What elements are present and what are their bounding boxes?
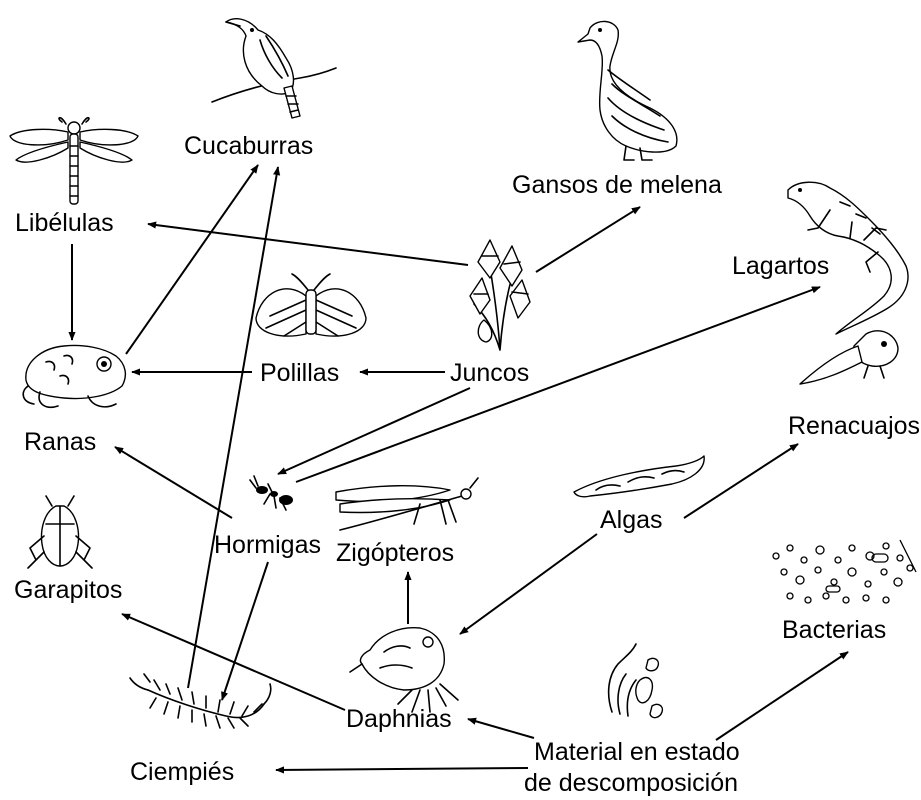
frog-icon: [23, 345, 125, 407]
node-ranas: Ranas: [24, 428, 96, 456]
daphnia-icon: [350, 628, 458, 712]
centipede-icon: [130, 674, 271, 728]
node-libelulas: Libélulas: [15, 209, 114, 237]
node-material-line2: de descomposición: [524, 769, 738, 797]
dragonfly-icon: [10, 118, 138, 204]
decomposing-matter-icon: [609, 644, 663, 718]
edge-hormigas-ranas: [115, 447, 232, 518]
node-gansos: Gansos de melena: [512, 171, 722, 199]
rushes-icon: [470, 240, 530, 350]
node-daphnias: Daphnias: [346, 705, 452, 733]
labels: Cucaburras Gansos de melena Libélulas La…: [14, 132, 920, 797]
edge-hormigas-lagartos: [296, 287, 820, 482]
ant-icon: [250, 476, 293, 510]
edge-algas-renacuajos: [684, 444, 798, 518]
node-ciempies: Ciempiés: [130, 758, 234, 786]
node-garapitos: Garapitos: [14, 576, 122, 604]
edge-hormigas-ciempies: [222, 562, 268, 700]
edge-juncos-hormigas: [278, 388, 470, 474]
edge-juncos-gansos: [536, 207, 640, 272]
kookaburra-icon: [212, 19, 336, 118]
node-lagartos: Lagartos: [732, 252, 829, 280]
edge-ranas-cucaburras: [126, 165, 258, 354]
node-juncos: Juncos: [450, 359, 529, 387]
node-algas: Algas: [600, 506, 663, 534]
node-bacterias: Bacterias: [782, 616, 886, 644]
goose-icon: [578, 21, 677, 160]
algae-icon: [574, 456, 704, 497]
node-zigopteros: Zigópteros: [336, 539, 454, 567]
edge-material-daphnias: [468, 719, 534, 738]
water-beetle-icon: [28, 496, 92, 568]
node-polillas: Polillas: [260, 359, 339, 387]
tadpole-icon: [800, 331, 898, 384]
damselfly-icon: [336, 478, 478, 530]
edge-material-bacterias: [716, 652, 848, 740]
node-cucaburras: Cucaburras: [184, 132, 313, 160]
node-hormigas: Hormigas: [214, 531, 321, 559]
edge-juncos-libelulas: [148, 224, 468, 265]
node-material-line1: Material en estado: [534, 738, 740, 766]
edge-material-ciempies: [276, 768, 528, 770]
edge-daphnias-garapitos: [122, 614, 345, 710]
node-renacuajos: Renacuajos: [788, 412, 920, 440]
bacteria-icon: [773, 540, 916, 603]
moth-icon: [256, 274, 366, 336]
edge-algas-daphnias: [460, 534, 597, 634]
